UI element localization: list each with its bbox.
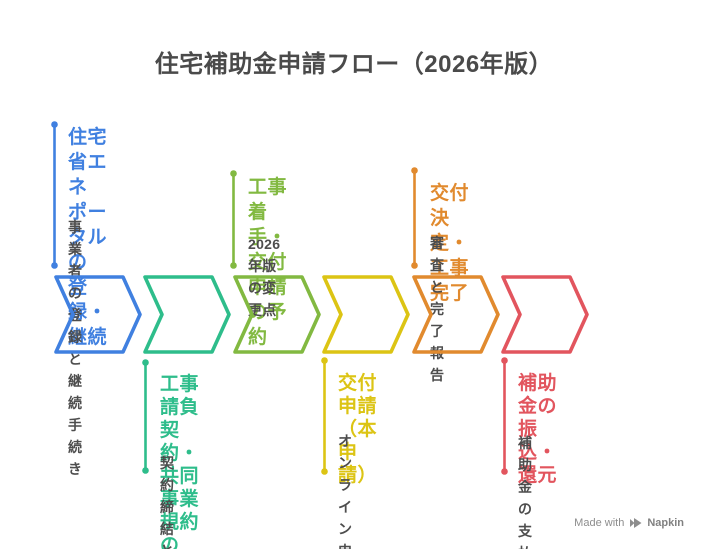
step-4-heading: 交付申請 （本申請） xyxy=(338,373,378,486)
step-3-heading: 工事着手・ 交付申請の予約 xyxy=(248,177,288,348)
step-2-description: 契約締結と規約合意 xyxy=(160,455,175,549)
made-with-napkin-credit: Made with Napkin xyxy=(574,517,684,529)
step-5-heading: 交付決定・工事完了 xyxy=(430,183,470,304)
napkin-logo-icon xyxy=(630,518,642,528)
step-5-connector-line xyxy=(411,167,418,269)
step-1-connector-line xyxy=(51,121,58,269)
step-4-connector-line xyxy=(321,357,328,475)
diagram-title: 住宅補助金申請フロー（2026年版） xyxy=(154,51,554,78)
step-2-heading: 工事請負契約・ 共同事業規約の 締結 xyxy=(160,374,200,549)
flow-chevron-3-icon xyxy=(233,275,321,354)
step-4-description: オンライン申請と 補助額要件 xyxy=(338,433,353,549)
step-6-connector-line xyxy=(501,357,508,475)
step-3-description: 2026年版の変更点 xyxy=(248,236,281,318)
step-6-heading: 補助金の振込・ 還元 xyxy=(518,373,558,486)
flow-chevron-5-icon xyxy=(412,275,500,354)
step-6-description: 補助金の支払いと 還元 xyxy=(518,435,533,549)
step-1-heading: 住宅省エネ ポータルの 登録・継続 xyxy=(68,127,108,348)
credit-brand-text: Napkin xyxy=(647,517,684,529)
step-1-description: 事業者の登録と 継続手続き xyxy=(68,219,83,477)
flow-chevron-6-icon xyxy=(501,275,589,354)
flow-chevron-2-icon xyxy=(143,275,231,354)
step-3-connector-line xyxy=(230,170,237,269)
flow-chevron-1-icon xyxy=(54,275,142,354)
step-2-connector-line xyxy=(142,359,149,474)
flow-chevron-4-icon xyxy=(322,275,410,354)
credit-prefix-text: Made with xyxy=(574,517,625,529)
